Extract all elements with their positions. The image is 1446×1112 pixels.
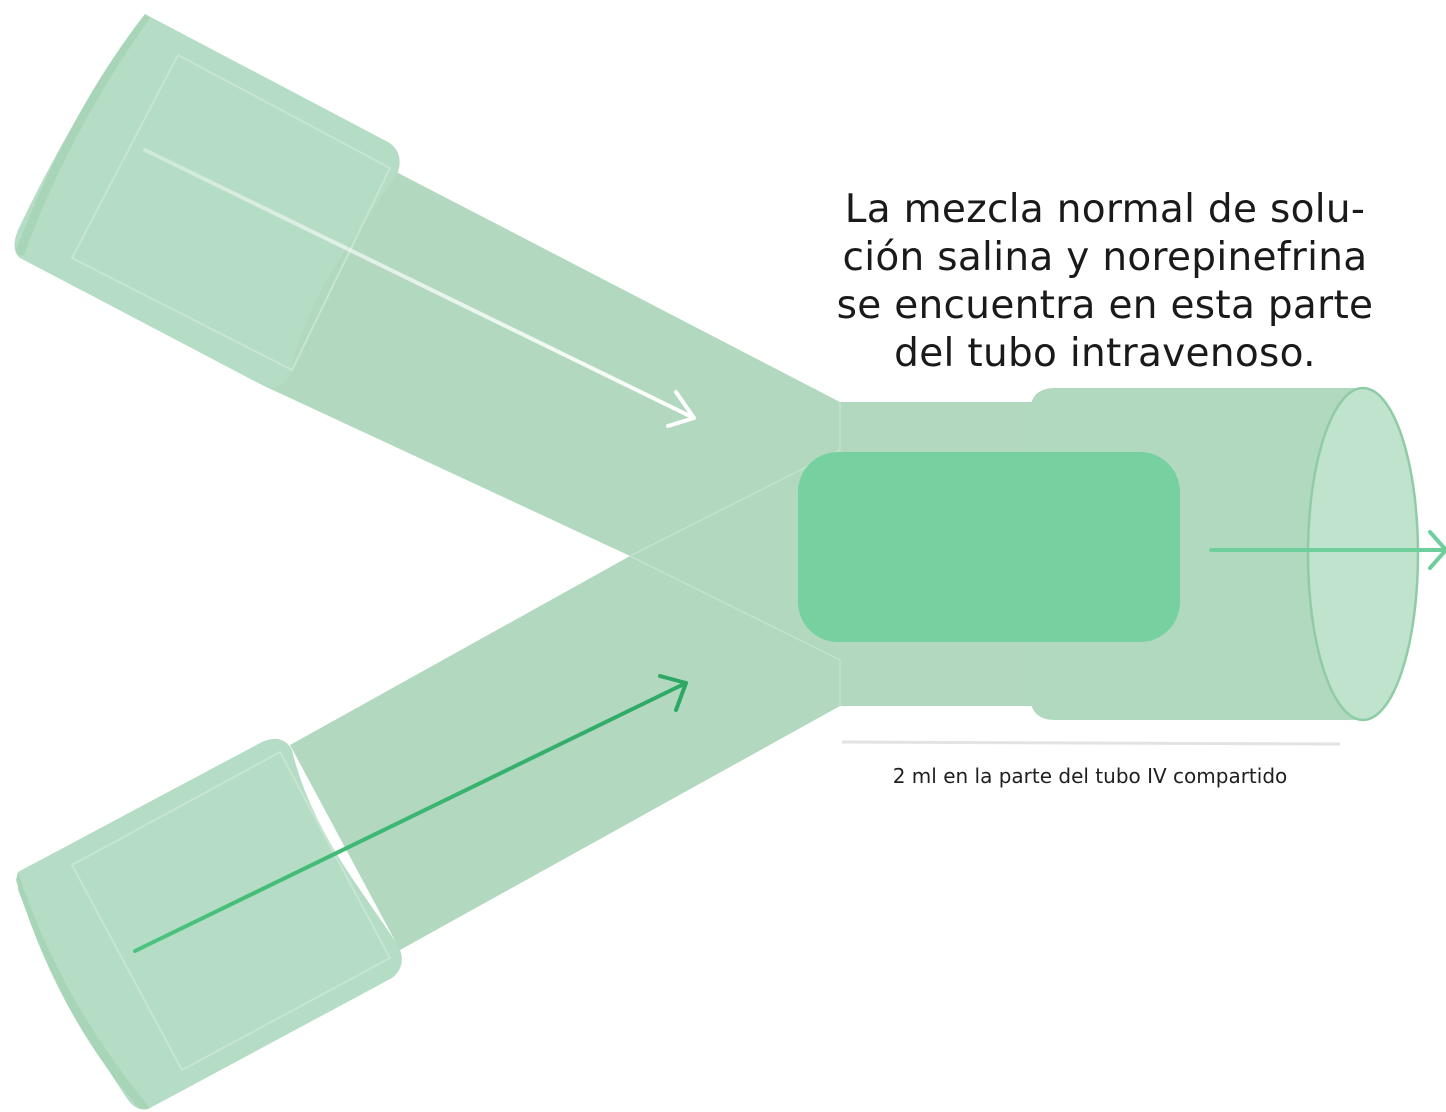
caption-line-3: se encuentra en esta parte <box>836 283 1374 328</box>
upper-inlet-tube <box>14 14 840 556</box>
arrow-right-icon <box>1209 530 1446 570</box>
junction-seam <box>629 555 841 706</box>
lower-inlet-tube <box>16 548 840 1110</box>
mixture-caption: La mezcla normal de solu- ción salina y … <box>800 186 1410 378</box>
caption-line-1: La mezcla normal de solu- <box>844 187 1366 232</box>
lower-connector-inner-edge <box>70 750 392 1072</box>
upper-branch-body <box>262 148 840 556</box>
arrow-right-down-icon <box>143 148 696 428</box>
caption-line-2: ción salina y norepinefrina <box>842 235 1368 280</box>
caption-line-4: del tubo intravenoso. <box>894 331 1316 376</box>
upper-connector-rim <box>16 14 150 256</box>
lower-branch-connector <box>18 738 402 1110</box>
measurement-line <box>841 740 1341 746</box>
mixture-volume <box>798 452 1180 642</box>
outlet-opening <box>1306 386 1420 722</box>
arrow-right-up-icon <box>133 674 688 953</box>
upper-connector-inner-edge <box>70 53 392 372</box>
upper-branch-connector <box>14 14 400 388</box>
junction-seam-upper <box>629 402 841 557</box>
measurement-label: 2 ml en la parte del tubo IV compartido <box>892 764 1288 788</box>
lower-branch-body <box>290 548 840 950</box>
junction-and-outlet <box>629 386 1420 722</box>
